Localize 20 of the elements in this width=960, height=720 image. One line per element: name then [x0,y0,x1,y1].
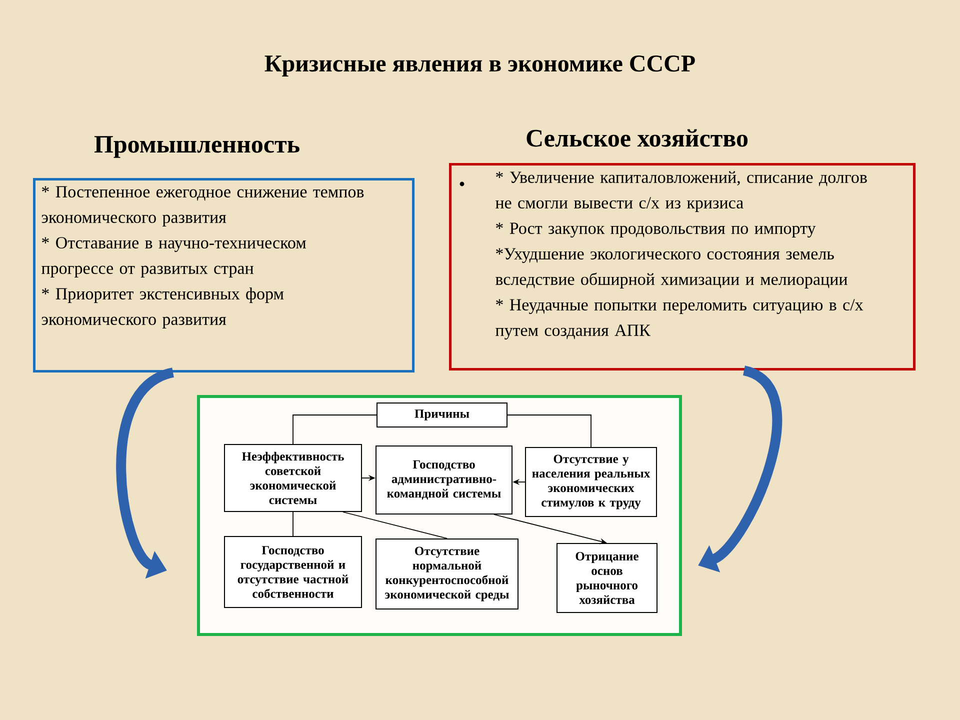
connector-line [342,512,448,539]
heading: Промышленность [94,136,300,158]
cause-box: Господство административно-командной системы [376,446,512,514]
node-label: * Увеличение капиталовложений, списание долгов не смогли вывести с/х из кризиса [496,171,867,212]
heading: Сельское хозяйство [526,129,748,147]
connector-line [292,414,377,444]
cause-box: Отсутствие у населения реальных экономических стимулов к труду [525,447,657,517]
cause-box: Отсутствие нормальной конкурентоспособной экономической среды [376,538,518,610]
cause-box: Господство государственной и отсутствие частной собственности [224,536,362,608]
cause-box: Отрицание основ рыночного хозяйства [556,543,658,613]
cause-box: Неэффективность советской экономической системы [224,444,362,512]
connector-line [292,512,294,536]
title: Кризисные явления в экономике СССР [264,56,695,76]
connector-line [507,414,592,448]
node-label: * Неудачные попытки переломить ситуацию в с/х путем создания АПК [496,299,864,340]
cause-box: Причины [376,402,508,428]
text-box: * Постепенное ежегодное снижение темпов экономического развития * Отставание в научно-техническом прогрессе от развитых стран * Приоритет экстенсивных форм экономического развития [33,178,414,372]
node-label: *Ухудшение экологического состояния земель вследствие обширной химизации и мелиорации [496,248,848,288]
node-label: * Рост закупок продовольствия по импорту [496,222,816,238]
text-box: * Увеличение капиталовложений, списание долгов не смогли вывести с/х из кризиса * Рост закупок продовольствия по импорту *Ухудшение экологического состояния земель вследствие обширной химизации и мелиорации * Неудачные попытки переломить ситуацию в с/х путем создания АПК [449,163,916,370]
